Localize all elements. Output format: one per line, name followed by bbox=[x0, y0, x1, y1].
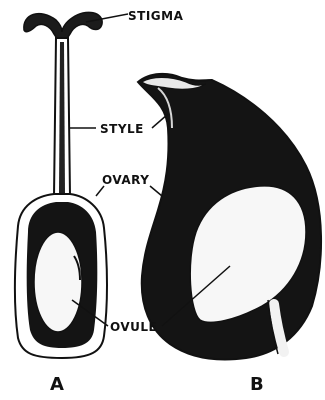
label-figure-a: A bbox=[50, 374, 64, 395]
leader-ovary-a bbox=[96, 186, 104, 196]
label-stigma: STIGMA bbox=[128, 9, 184, 23]
style-a-inner bbox=[59, 42, 65, 194]
pistil-a bbox=[15, 12, 107, 358]
ovule-a bbox=[34, 232, 82, 332]
leader-ovary-b bbox=[150, 186, 162, 196]
leader-style-b bbox=[152, 114, 168, 128]
stigma-a bbox=[24, 12, 102, 40]
label-ovary: OVARY bbox=[102, 173, 149, 187]
label-style: STYLE bbox=[100, 122, 144, 136]
label-figure-b: B bbox=[250, 374, 264, 395]
label-ovule: OVULE bbox=[110, 320, 157, 334]
